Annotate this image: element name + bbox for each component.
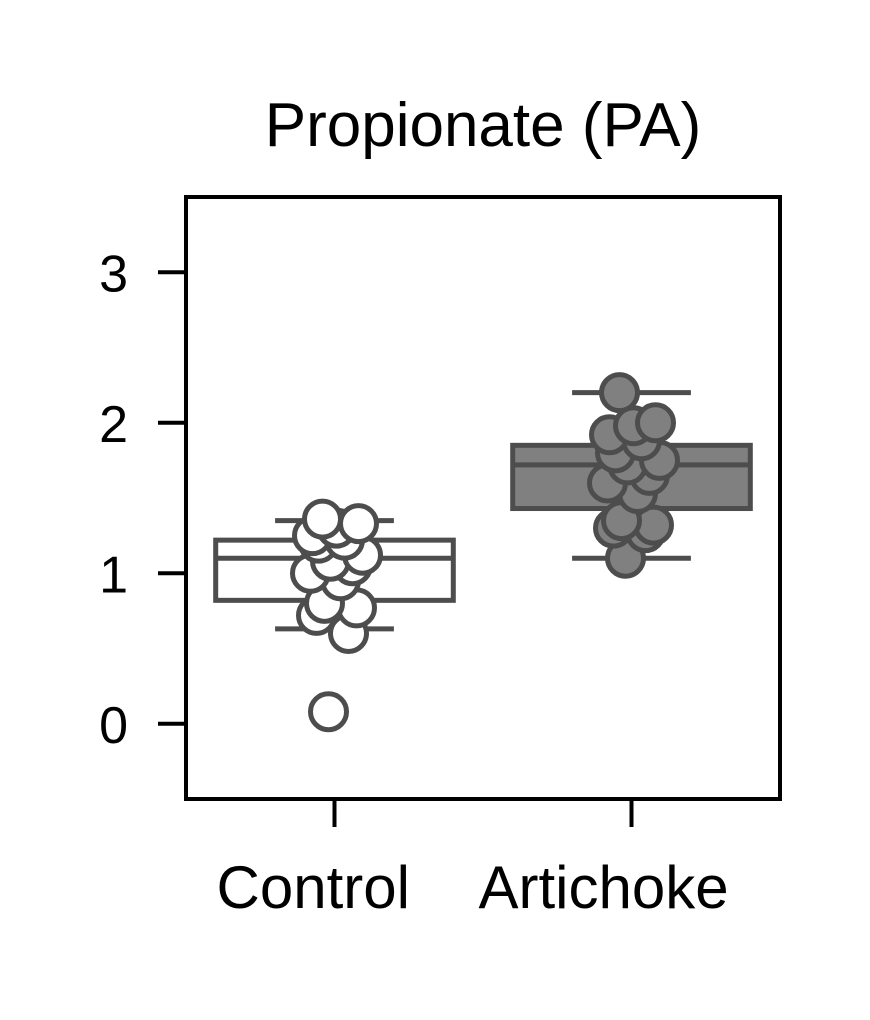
chart-title: Propionate (PA) — [265, 91, 702, 160]
x-axis: Control Artichoke — [217, 799, 729, 921]
data-point — [308, 691, 349, 733]
y-tick-label: 1 — [99, 546, 128, 604]
data-point — [302, 498, 343, 540]
plot-frame — [184, 195, 782, 801]
data-point — [338, 503, 379, 545]
y-axis: 0 1 2 3 — [99, 245, 186, 755]
data-point — [635, 402, 676, 444]
y-tick-label: 0 — [99, 697, 128, 755]
x-tick-label-control: Control — [217, 854, 410, 921]
y-tick-label: 3 — [99, 245, 128, 303]
x-tick-label-artichoke: Artichoke — [479, 854, 729, 921]
data-point — [599, 372, 640, 414]
points-group — [290, 372, 680, 733]
y-tick-label: 2 — [99, 396, 128, 454]
